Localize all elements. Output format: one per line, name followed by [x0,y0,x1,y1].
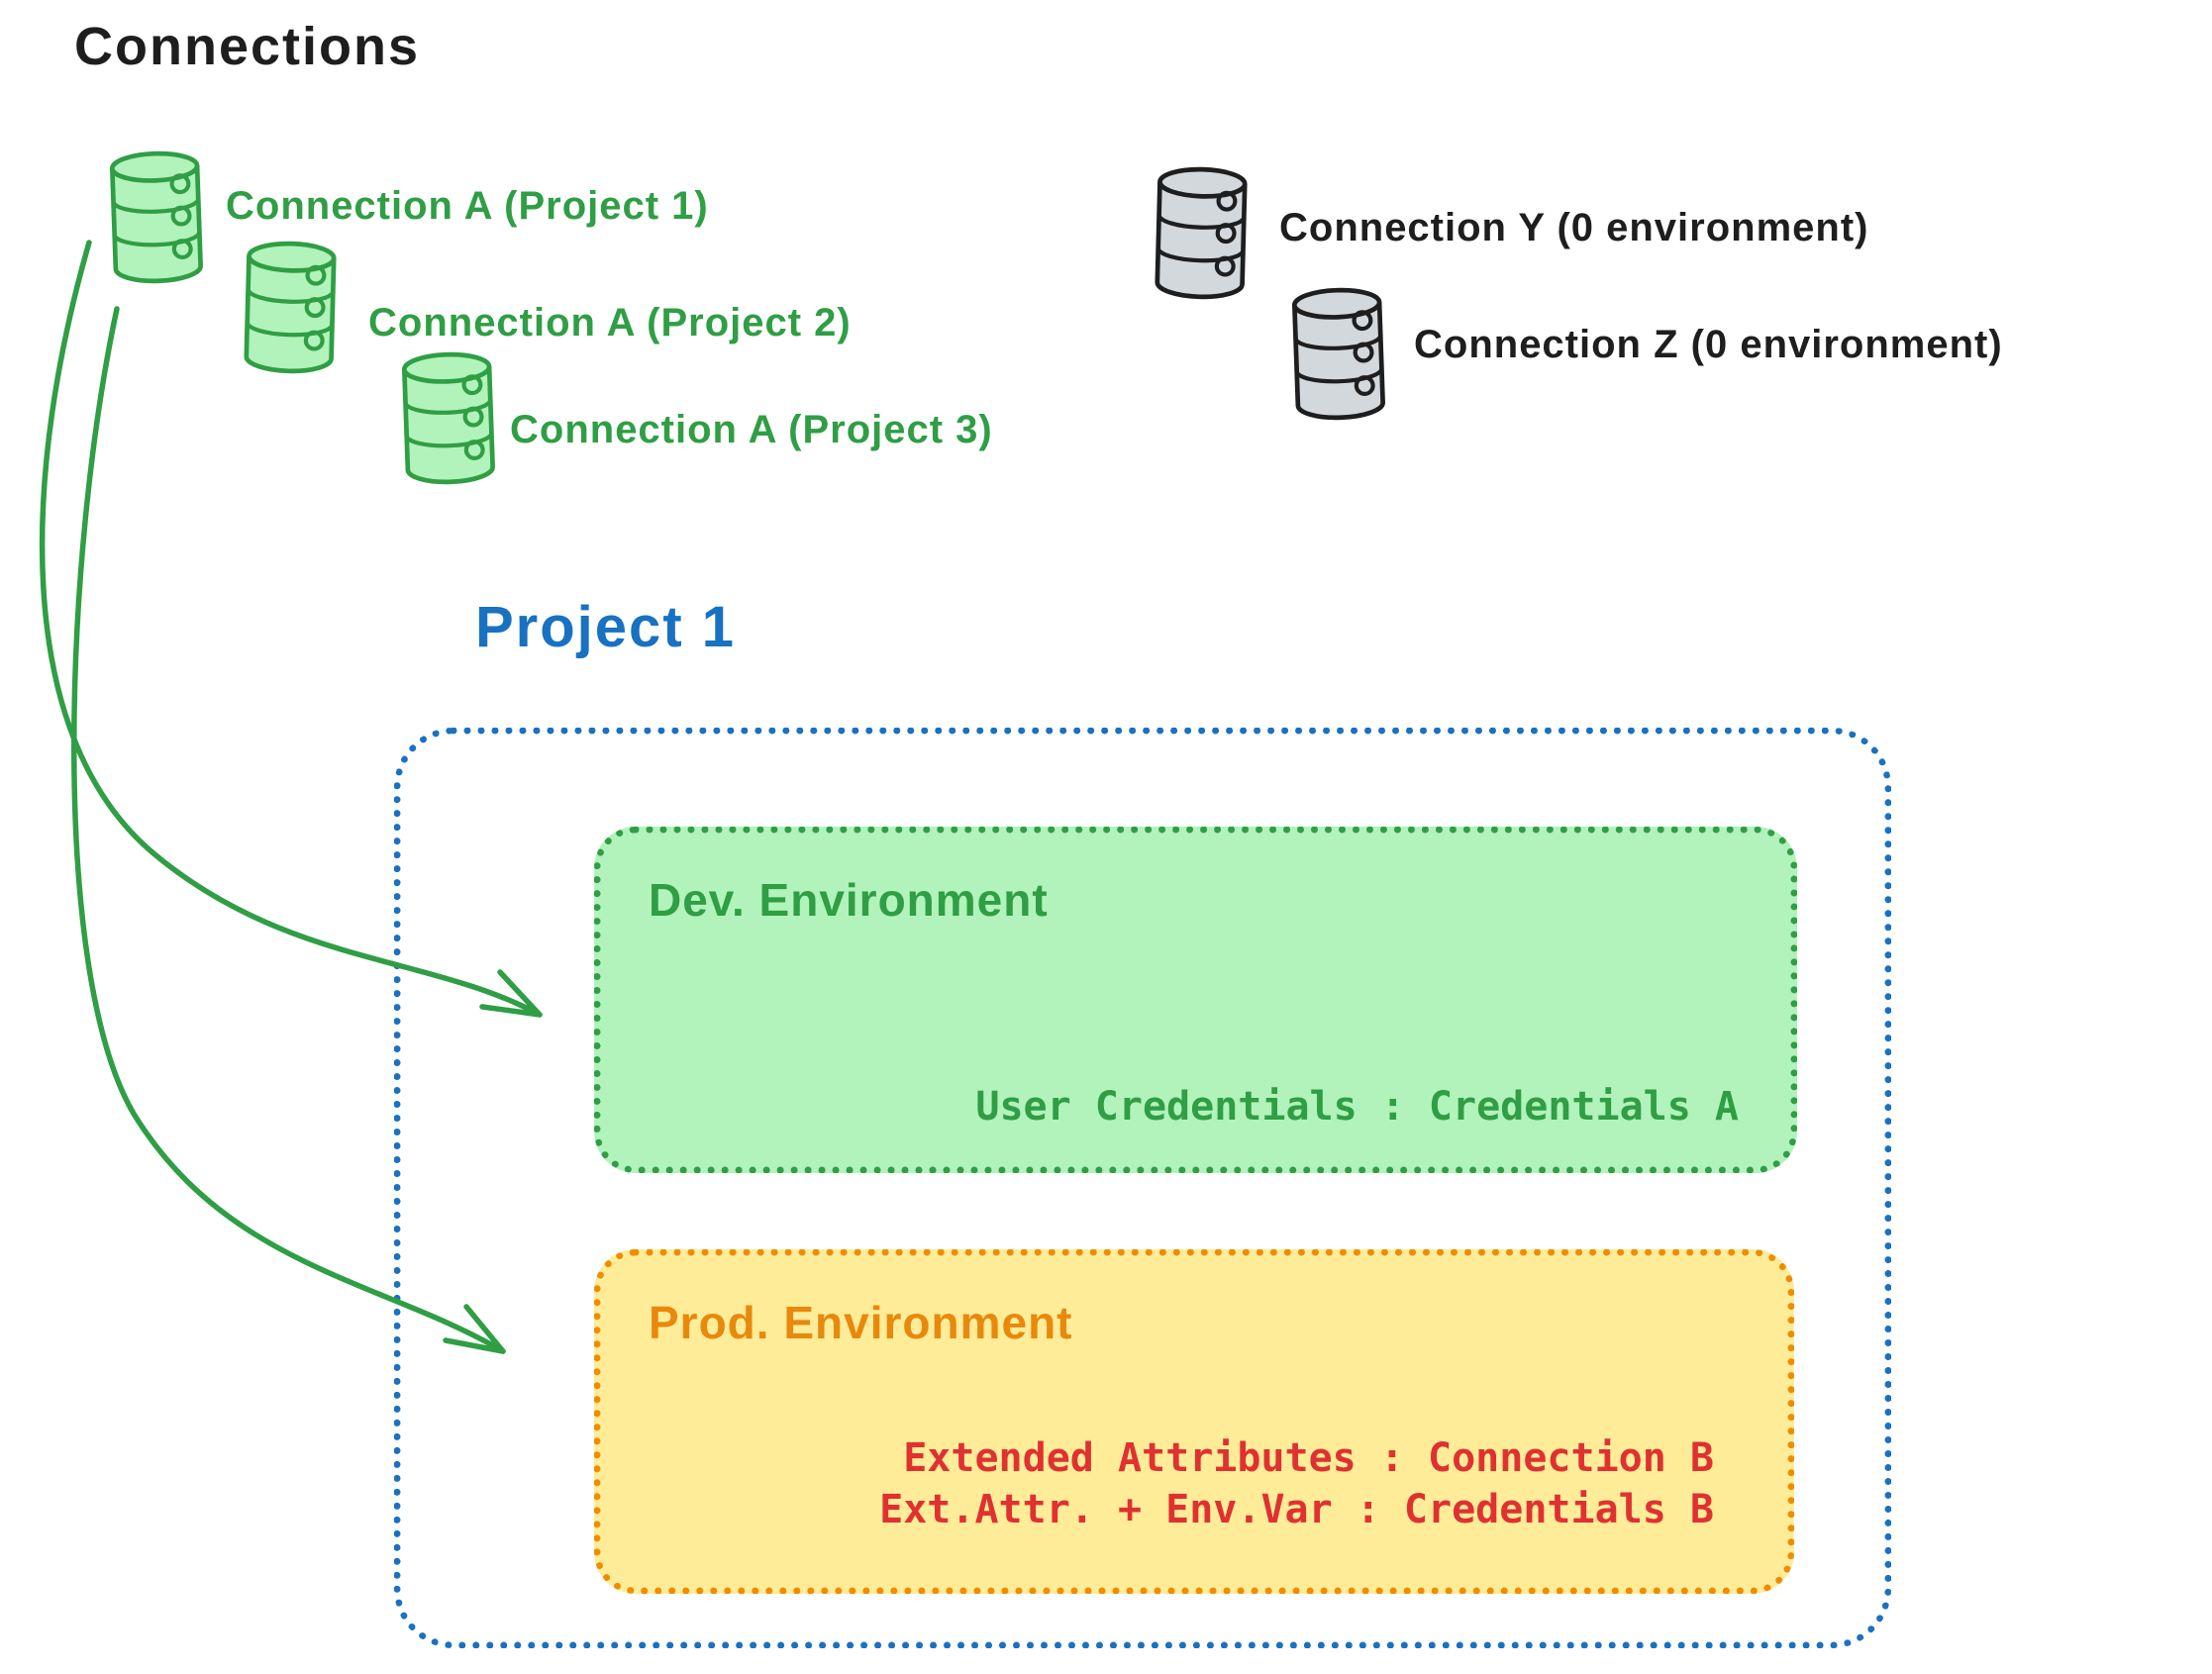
database-icon-connection-a-project-3 [389,349,509,488]
connection-z-label: Connection Z (0 environment) [1414,323,2003,366]
project-1-title: Project 1 [475,595,736,659]
prod-credentials-line-2: Ext.Attr. + Env.Var : Credentials B [879,1487,1714,1532]
connection-y-label: Connection Y (0 environment) [1279,206,1869,249]
database-icon-connection-a-project-1 [97,148,217,287]
diagram-title: Connections [74,17,421,76]
dev-environment-box: Dev. Environment User Credentials : Cred… [594,827,1797,1173]
prod-environment-credentials: Extended Attributes : Connection B Ext.A… [879,1432,1714,1535]
prod-environment-title: Prod. Environment [649,1297,1073,1348]
connection-a-project-1-label: Connection A (Project 1) [226,184,709,228]
prod-environment-box: Prod. Environment Extended Attributes : … [594,1249,1794,1594]
database-icon-connection-z [1279,285,1399,424]
connection-a-project-2-label: Connection A (Project 2) [368,301,852,345]
prod-credentials-line-1: Extended Attributes : Connection B [903,1435,1714,1481]
connection-a-project-3-label: Connection A (Project 3) [510,408,993,451]
dev-environment-title: Dev. Environment [649,874,1049,926]
dev-environment-credentials: User Credentials : Credentials A [975,1084,1739,1130]
database-icon-connection-y [1142,165,1260,303]
database-icon-connection-a-project-2 [231,240,350,377]
